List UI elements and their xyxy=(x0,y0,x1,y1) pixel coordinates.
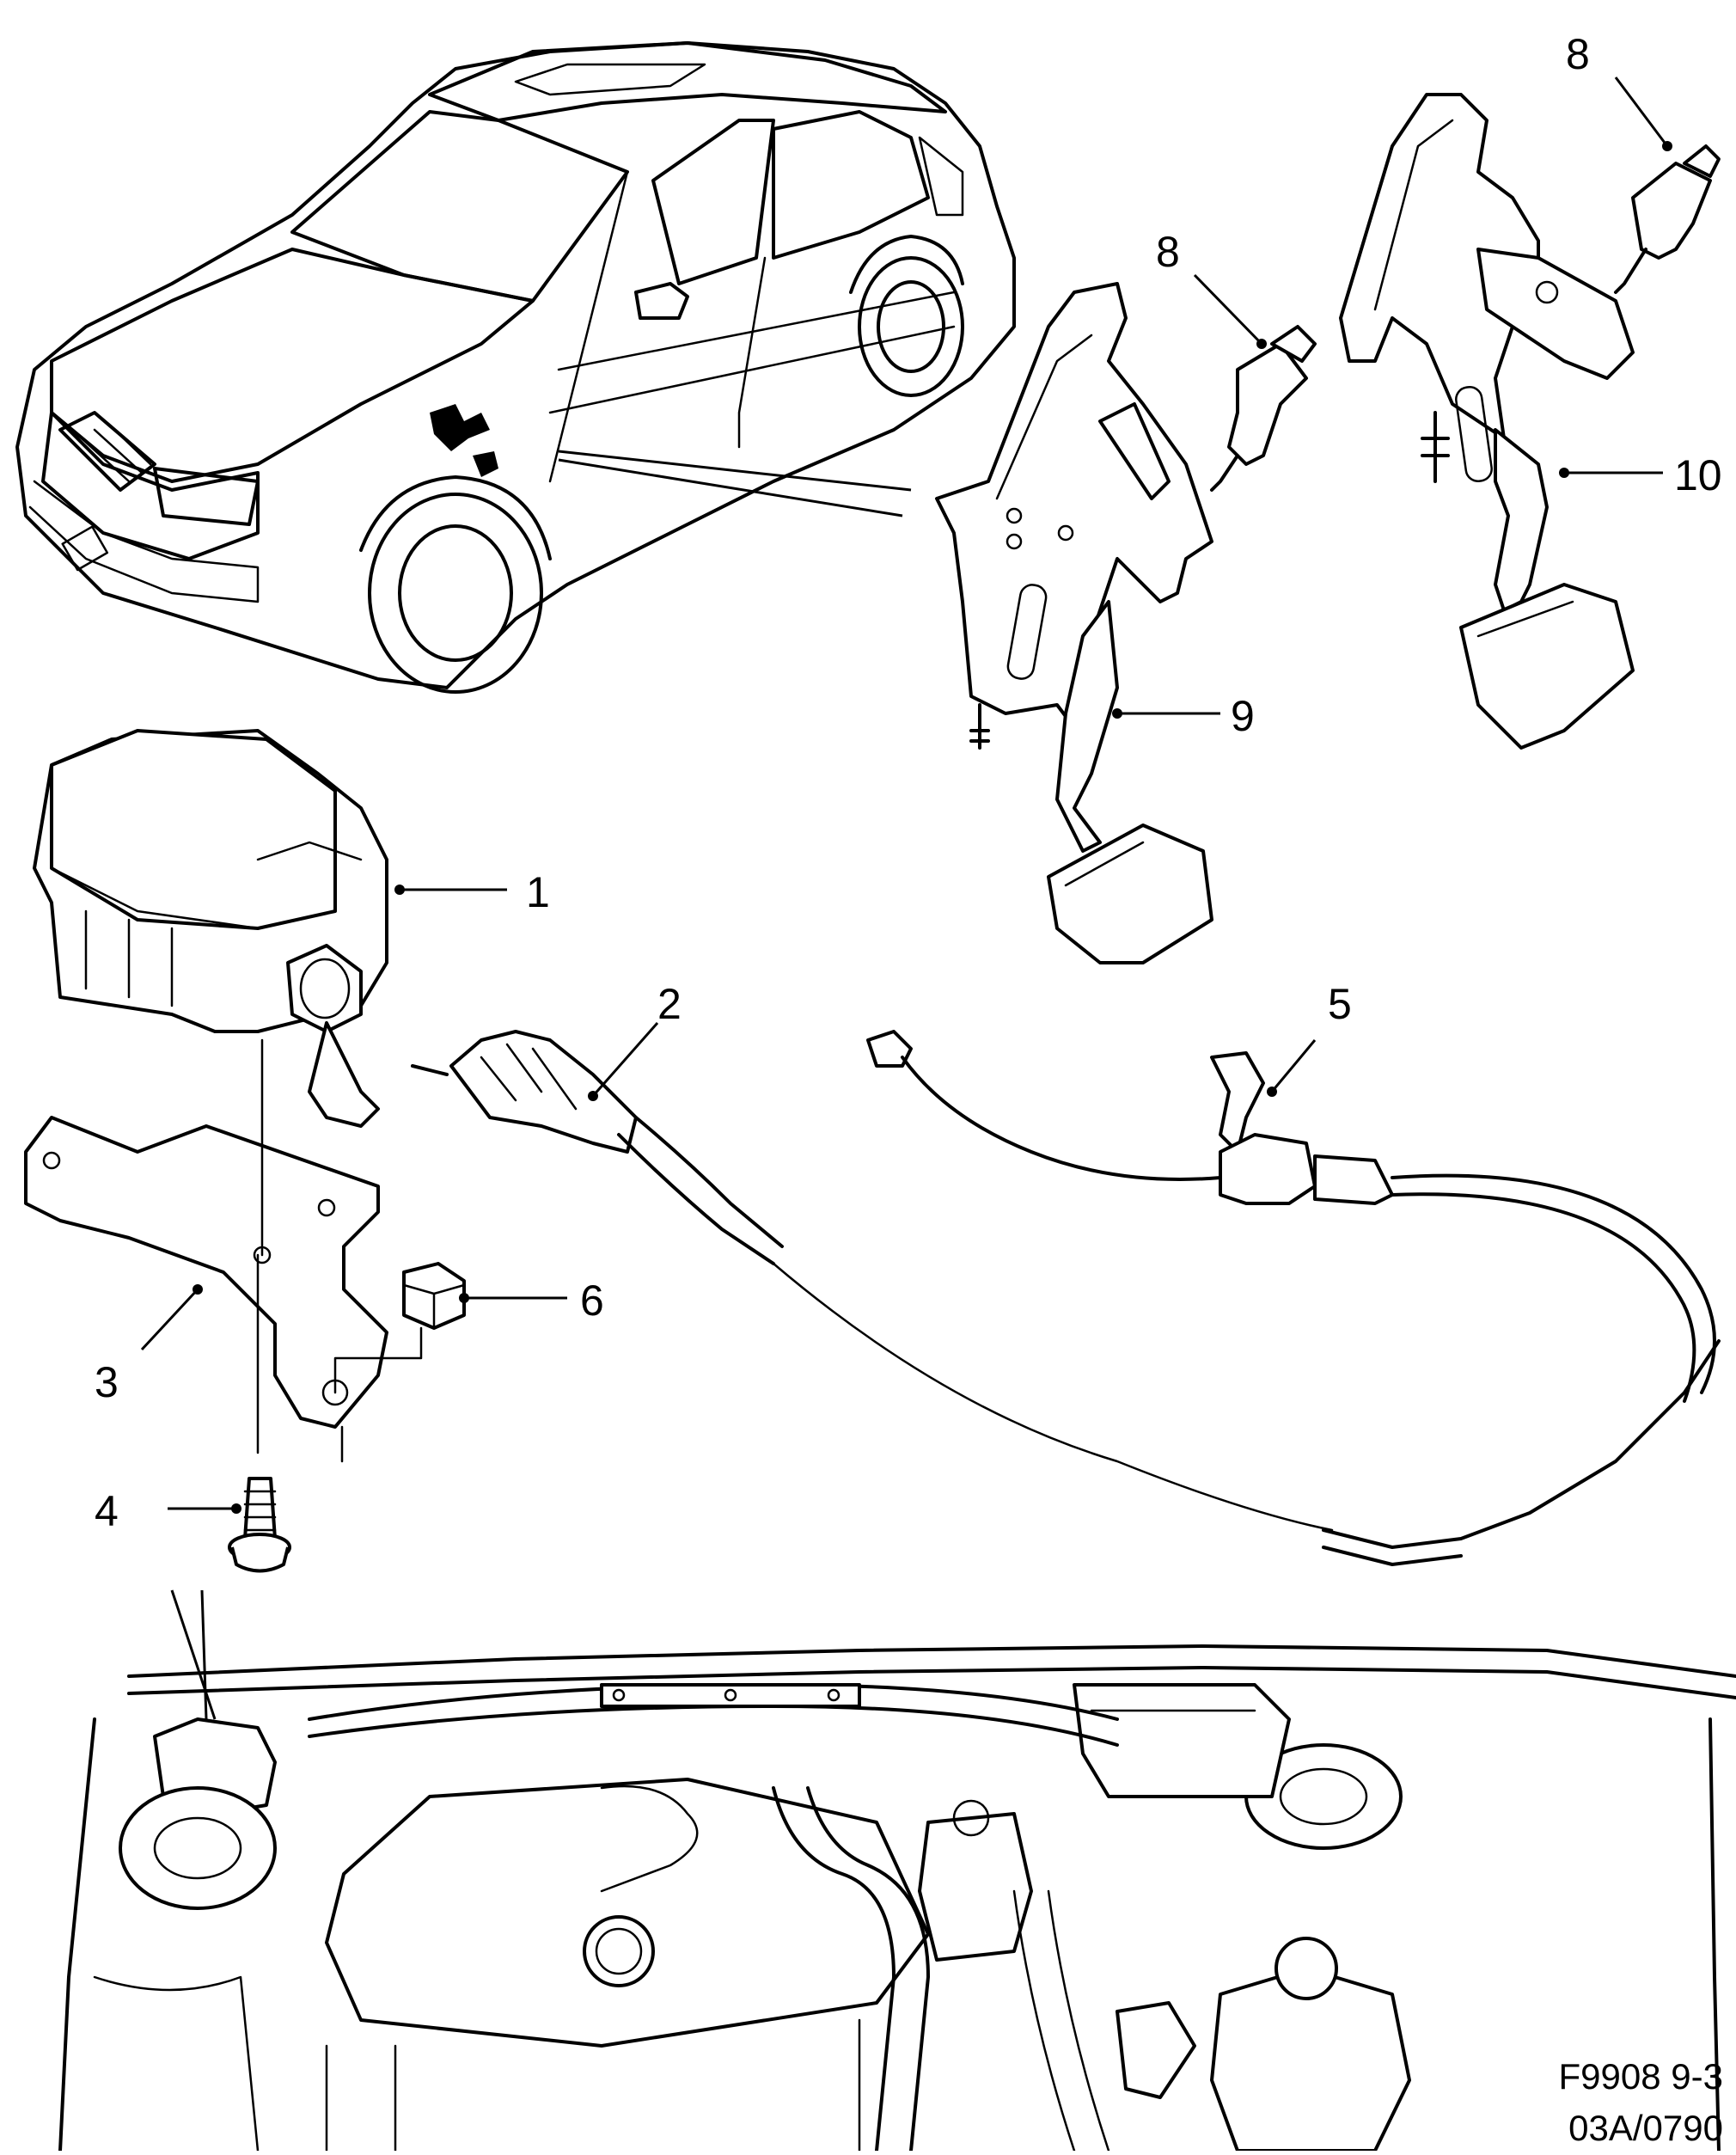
callout-8-left: 8 xyxy=(1156,228,1180,276)
control-module-1 xyxy=(33,729,405,1128)
reference-code-line-2: 03A/0790 xyxy=(1568,2108,1723,2148)
callout-9: 9 xyxy=(1231,692,1255,740)
leader-lines xyxy=(140,77,1669,1514)
pedal-9-assembly xyxy=(935,282,1213,964)
callout-8-right: 8 xyxy=(1566,30,1590,78)
callout-5: 5 xyxy=(1328,980,1352,1028)
nut-6 xyxy=(333,1262,466,1463)
car-overview-illustration xyxy=(15,41,1016,694)
callout-3: 3 xyxy=(95,1358,119,1406)
sensor-2 xyxy=(411,1030,1721,1566)
reference-code: F9908 9-3 03A/0790 xyxy=(1559,2056,1723,2148)
callout-1: 1 xyxy=(526,868,550,916)
pedal-switch-right xyxy=(1614,141,1721,294)
bolt-4 xyxy=(228,1477,291,1573)
reference-code-line-1: F9908 9-3 xyxy=(1559,2056,1723,2097)
pedal-switch-left xyxy=(1210,325,1317,492)
callout-labels: 1 2 3 4 5 6 8 8 9 10 xyxy=(95,30,1722,1535)
engine-bay-illustration xyxy=(58,1589,1736,2152)
pedal-10-assembly xyxy=(1339,93,1635,750)
callout-4: 4 xyxy=(95,1487,119,1535)
bracket-3 xyxy=(24,1038,388,1454)
callout-6: 6 xyxy=(580,1276,604,1325)
callout-10: 10 xyxy=(1674,451,1722,499)
clip-5-and-cable xyxy=(866,1030,1716,1403)
callout-2: 2 xyxy=(657,980,682,1028)
